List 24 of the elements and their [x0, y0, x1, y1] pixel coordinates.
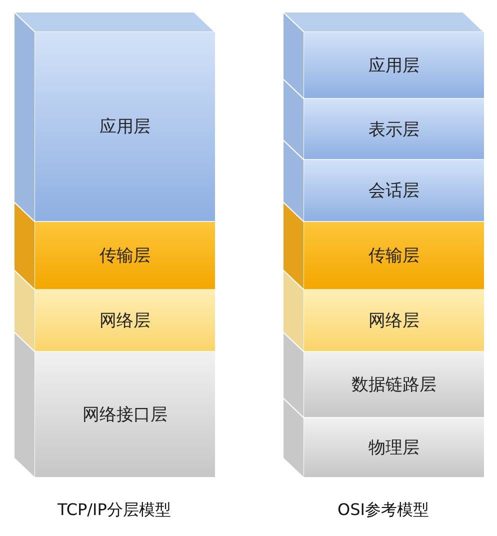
layer-label: 传输层: [100, 245, 150, 267]
layer-block: [35, 222, 215, 290]
layer-block: [304, 352, 484, 418]
layer-label: 会话层: [368, 180, 420, 202]
layer-block: [304, 32, 484, 99]
layer-label: 应用层: [368, 54, 420, 76]
layer-label: 数据链路层: [352, 374, 436, 396]
layer-block: [304, 290, 484, 352]
layer-label: 网络层: [100, 310, 150, 332]
layer-label: 应用层: [100, 116, 150, 138]
model-caption: OSI参考模型: [338, 500, 429, 521]
layer-label: 传输层: [368, 245, 420, 267]
layer-label: 网络层: [368, 310, 420, 332]
layer-block: [35, 352, 215, 478]
layer-label: 表示层: [368, 118, 420, 140]
model-caption: TCP/IP分层模型: [58, 500, 171, 521]
layer-label: 物理层: [368, 437, 420, 459]
layer-block: [35, 32, 215, 222]
layer-block: [35, 290, 215, 352]
layer-block: [304, 222, 484, 290]
layer-block: [304, 99, 484, 160]
layer-label: 网络接口层: [82, 404, 168, 426]
layer-block: [304, 160, 484, 222]
layer-block: [304, 418, 484, 478]
